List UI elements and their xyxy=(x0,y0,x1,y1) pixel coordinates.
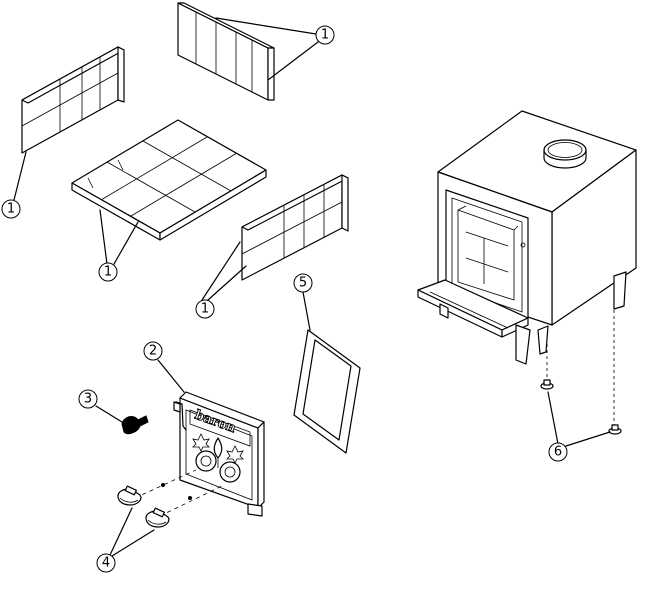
callout-2: 2 xyxy=(143,341,163,361)
callout-3: 3 xyxy=(78,389,98,409)
callout-1a: 1 xyxy=(315,25,335,45)
callout-1b: 1 xyxy=(1,199,21,219)
callout-6: 6 xyxy=(548,442,568,462)
callout-1d: 1 xyxy=(195,299,215,319)
callout-3-label: 3 xyxy=(84,392,92,407)
firebrick-panel-left xyxy=(21,46,125,154)
callout-1c-label: 1 xyxy=(104,265,112,280)
leader-lines xyxy=(13,17,611,557)
front-door-assembly xyxy=(173,391,265,517)
door-handle-knob xyxy=(121,415,149,435)
callout-6-label: 6 xyxy=(554,445,562,460)
door-gasket xyxy=(293,329,361,454)
stove-legs xyxy=(515,271,627,365)
firebrick-panel-right xyxy=(241,174,349,281)
callout-4: 4 xyxy=(96,553,116,573)
leveling-feet xyxy=(540,310,622,435)
firebrick-panel-top xyxy=(177,2,275,101)
callout-5: 5 xyxy=(293,273,313,293)
stove-ash-door-open xyxy=(417,279,529,338)
callout-4-label: 4 xyxy=(102,556,110,571)
callout-1a-label: 1 xyxy=(321,28,329,43)
callout-2-label: 2 xyxy=(149,344,157,359)
callout-1d-label: 1 xyxy=(201,302,209,317)
callout-5-label: 5 xyxy=(299,276,307,291)
air-control-knobs xyxy=(117,469,223,528)
callout-1b-label: 1 xyxy=(7,202,15,217)
callout-1c: 1 xyxy=(98,262,118,282)
firebrick-floor xyxy=(71,119,267,241)
